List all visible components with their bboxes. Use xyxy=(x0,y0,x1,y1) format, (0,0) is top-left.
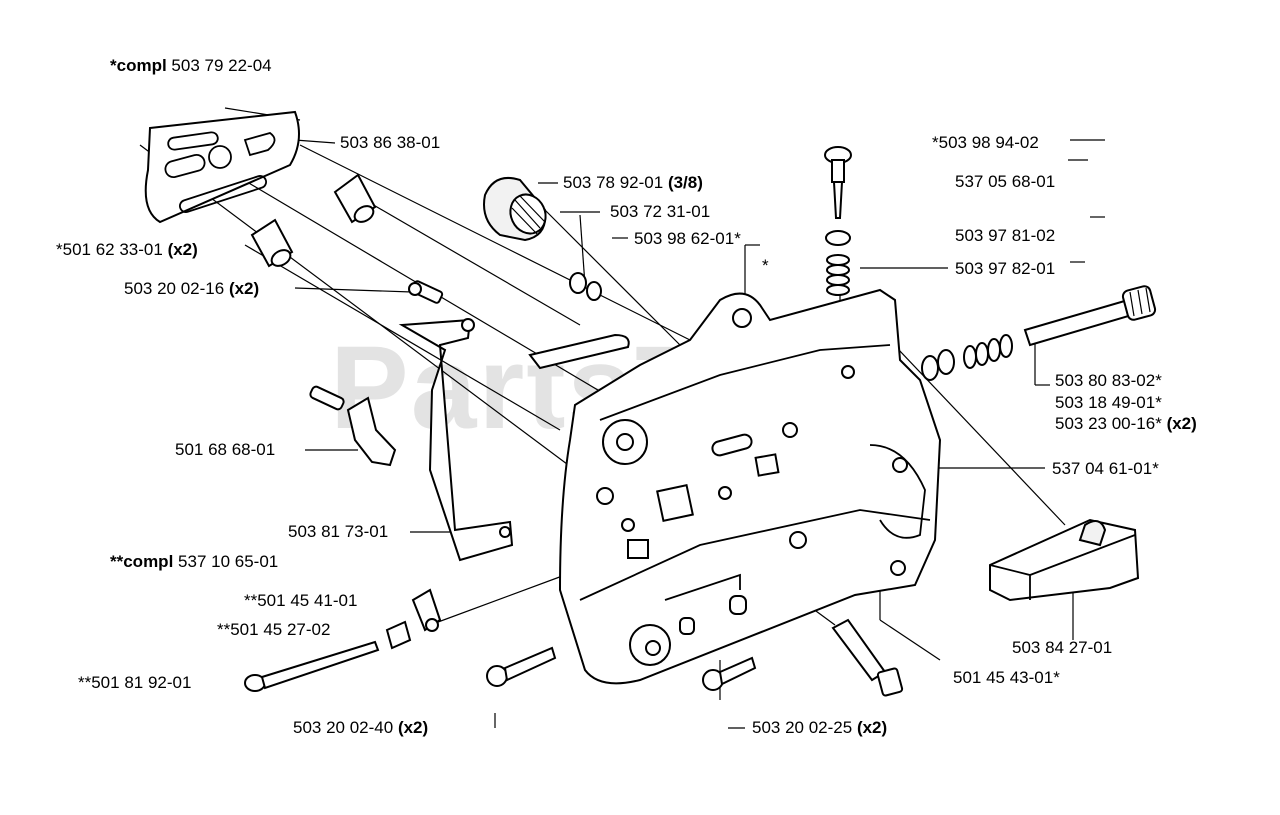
label-503-20-02-40: 503 20 02-40 (x2) xyxy=(293,718,428,738)
label-qty: (x2) xyxy=(167,240,198,259)
label-number: *501 62 33-01 xyxy=(56,240,163,259)
vertical-spring xyxy=(826,254,850,296)
label-503-78-92-01: 503 78 92-01 (3/8) xyxy=(563,173,703,193)
label-number: 537 10 65-01 xyxy=(178,552,279,571)
label-503-81-73-01: 503 81 73-01 xyxy=(288,522,389,541)
label-501-45-27-02: **501 45 27-02 xyxy=(217,620,331,639)
horizontal-spring xyxy=(963,334,1013,369)
label-537-04-61-01: 537 04 61-01* xyxy=(1052,459,1159,478)
screw-bottom-left xyxy=(486,646,557,687)
washers xyxy=(921,349,955,381)
cap-plug xyxy=(483,176,547,242)
label-501-62-33-01: *501 62 33-01 (x2) xyxy=(56,240,198,260)
label-503-18-49-01: 503 18 49-01* xyxy=(1055,393,1162,412)
label-503-72-31-01: 503 72 31-01 xyxy=(610,202,711,221)
label-qty: (x2) xyxy=(1166,414,1197,433)
label-503-20-02-16: 503 20 02-16 (x2) xyxy=(124,279,259,299)
screw-bottom-right xyxy=(702,656,757,691)
chain-catcher-clip xyxy=(309,385,397,467)
adjuster-screw xyxy=(824,146,852,246)
label-prefix: **compl xyxy=(110,552,174,571)
clutch-cover xyxy=(558,288,942,685)
label-qty: (x2) xyxy=(856,718,888,737)
label-qty: (x2) xyxy=(228,279,260,298)
screw-top xyxy=(408,280,444,304)
label-number: 503 20 02-40 xyxy=(293,718,394,737)
label-503-23-00-16: 503 23 00-16* (x2) xyxy=(1055,414,1197,434)
side-plate xyxy=(398,318,514,562)
label-501-45-43-01: 501 45 43-01* xyxy=(953,668,1060,687)
label-503-98-94-02: *503 98 94-02 xyxy=(932,133,1039,152)
label-503-84-27-01: 503 84 27-01 xyxy=(1012,638,1113,657)
rubber-block xyxy=(989,518,1140,602)
label-501-81-92-01: **501 81 92-01 xyxy=(78,673,192,692)
label-prefix: *compl xyxy=(110,56,167,75)
label-compl-sub: **compl 537 10 65-01 xyxy=(110,552,278,572)
nut xyxy=(385,620,412,650)
bolt-bottom xyxy=(831,618,904,697)
label-503-97-81-02: 503 97 81-02 xyxy=(955,226,1056,245)
label-503-80-83-02: 503 80 83-02* xyxy=(1055,371,1162,390)
label-qty: (x2) xyxy=(397,718,429,737)
label-number: 503 23 00-16* xyxy=(1055,414,1162,433)
label-compl-main: *compl 503 79 22-04 xyxy=(110,56,272,76)
pin-lower xyxy=(250,218,294,268)
label-number: 503 20 02-16 xyxy=(124,279,225,298)
label-503-86-38-01: 503 86 38-01 xyxy=(340,133,441,152)
guide-bar-plate xyxy=(144,110,300,224)
bushing-pair xyxy=(569,272,602,301)
label-501-68-68-01: 501 68 68-01 xyxy=(175,440,276,459)
chain-tensioner-rod xyxy=(1023,285,1157,347)
tension-nut xyxy=(411,588,442,632)
label-503-97-82-01: 503 97 82-01 xyxy=(955,259,1056,278)
label-number: 503 78 92-01 xyxy=(563,173,664,192)
long-screw xyxy=(244,640,380,692)
label-number: 503 79 22-04 xyxy=(171,56,272,75)
spring-bar xyxy=(528,333,630,370)
label-501-45-41-01: **501 45 41-01 xyxy=(244,591,358,610)
pin-upper xyxy=(333,173,377,224)
label-503-98-62-01: 503 98 62-01* xyxy=(634,229,741,248)
label-537-05-68-01: 537 05 68-01 xyxy=(955,172,1056,191)
label-star: * xyxy=(762,256,769,275)
label-note: (3/8) xyxy=(667,173,703,192)
label-503-20-02-25: 503 20 02-25 (x2) xyxy=(752,718,887,738)
label-number: 503 20 02-25 xyxy=(752,718,853,737)
